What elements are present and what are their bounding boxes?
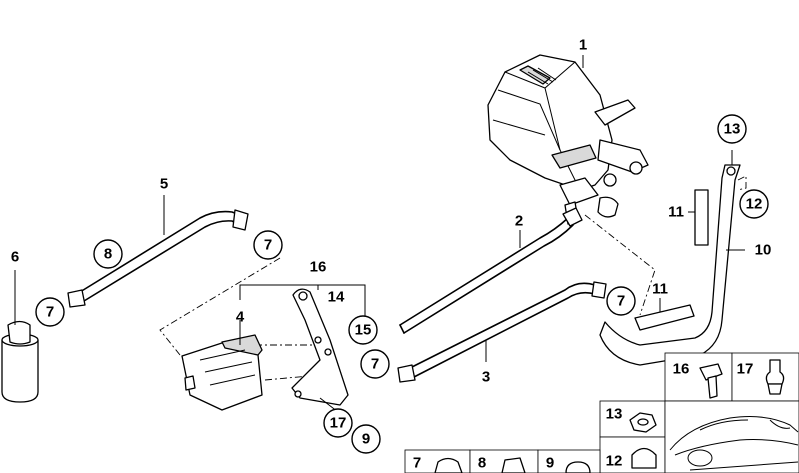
callout-7d: 7 xyxy=(371,356,379,373)
car-icon xyxy=(669,416,799,471)
callout-15: 15 xyxy=(355,322,372,339)
hose-3 xyxy=(397,281,607,383)
callout-5: 5 xyxy=(160,176,168,193)
rubber-mount-icon xyxy=(765,359,785,395)
hose-5 xyxy=(67,209,249,308)
bracket-14 xyxy=(291,288,349,413)
callout-4: 4 xyxy=(236,309,245,326)
callout-1: 1 xyxy=(579,37,587,54)
callout-numbers: 1 2 3 4 5 6 10 11 11 14 16 xyxy=(11,37,772,386)
pad-11 xyxy=(634,189,709,331)
callout-2: 2 xyxy=(515,213,523,230)
legend-7: 7 xyxy=(413,455,421,472)
callout-bracket-16 xyxy=(239,284,366,322)
callout-14: 14 xyxy=(328,289,345,306)
legend-9: 9 xyxy=(546,455,554,472)
charcoal-canister xyxy=(487,54,649,225)
callout-12: 12 xyxy=(746,196,763,213)
parts-legend: 16 17 13 12 xyxy=(404,352,799,473)
screw-icon xyxy=(699,363,723,399)
clip-icon xyxy=(501,457,526,473)
callout-7b: 7 xyxy=(46,304,54,321)
callout-7c: 7 xyxy=(617,293,625,310)
callout-3: 3 xyxy=(482,369,490,386)
strap-10 xyxy=(599,150,741,366)
callout-13: 13 xyxy=(724,121,741,138)
legend-17: 17 xyxy=(737,361,754,378)
callout-7a: 7 xyxy=(264,237,272,254)
legend-13: 13 xyxy=(606,406,623,423)
legend-8: 8 xyxy=(478,455,486,472)
callout-10: 10 xyxy=(755,242,772,259)
hose-2 xyxy=(399,207,583,334)
legend-16: 16 xyxy=(673,361,690,378)
callout-11a: 11 xyxy=(668,204,684,221)
valve-4 xyxy=(181,320,263,411)
callout-17: 17 xyxy=(330,415,347,432)
cap-nut-icon xyxy=(631,447,657,469)
callout-11b: 11 xyxy=(652,281,668,298)
callout-6: 6 xyxy=(11,249,19,266)
nut-icon xyxy=(629,412,657,433)
circled-callouts: 8 7 7 7 7 15 17 9 13 12 xyxy=(35,114,769,454)
callout-8: 8 xyxy=(104,246,112,263)
legend-12: 12 xyxy=(606,453,623,470)
filter-6 xyxy=(1,270,39,403)
grommet-icon xyxy=(565,461,591,473)
callout-9: 9 xyxy=(362,431,370,448)
callout-leaders xyxy=(163,55,745,362)
callout-16: 16 xyxy=(310,259,327,276)
hose-clamp-icon xyxy=(434,457,463,473)
